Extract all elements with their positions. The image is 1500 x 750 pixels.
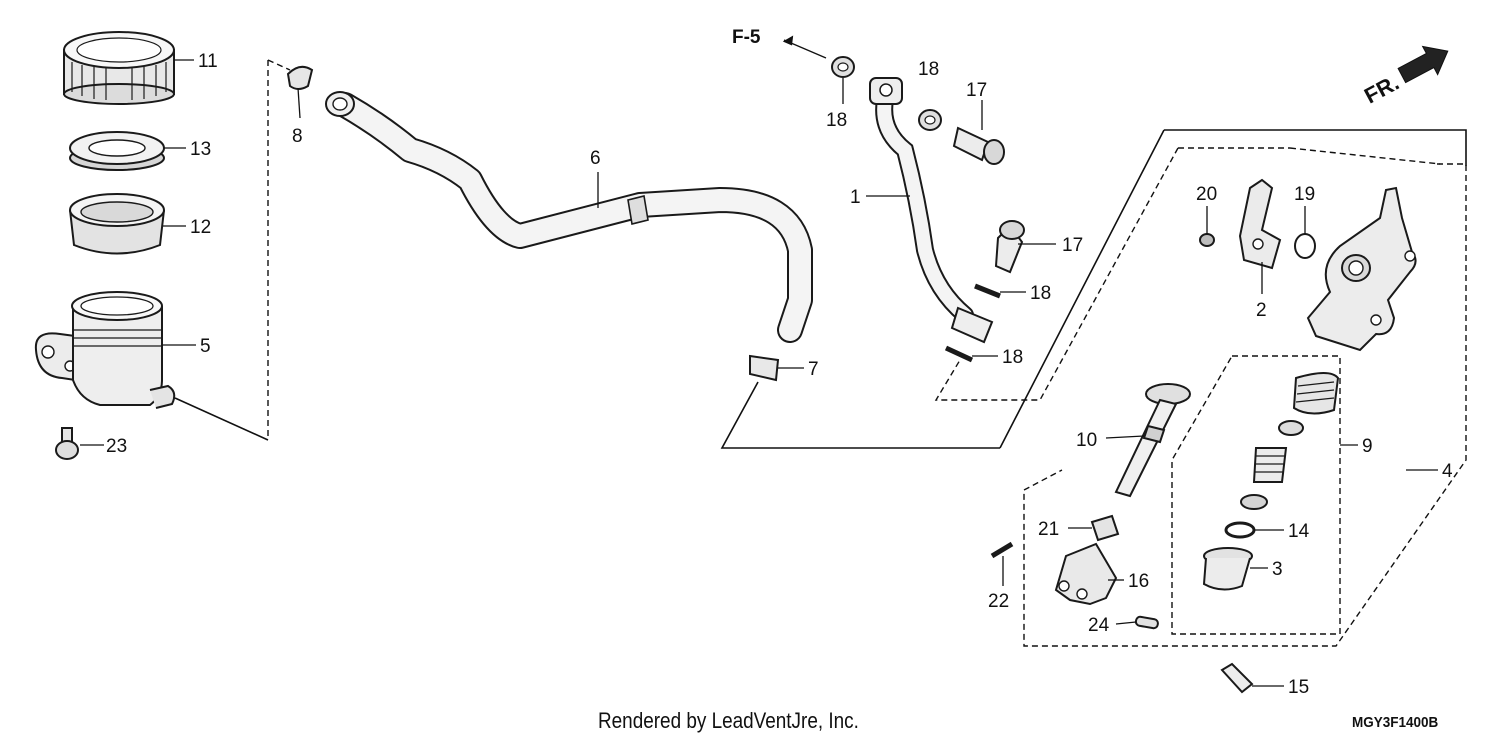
part-22-cotter-pin[interactable] [990,541,1014,559]
part-24-joint-pin[interactable] [1134,615,1159,630]
callout-17-a: 17 [966,80,987,101]
part-1-brake-hose[interactable] [869,77,994,344]
part-2-reservoir-joint[interactable] [1238,178,1282,270]
callout-9: 9 [1362,436,1373,457]
callout-3: 3 [1272,559,1283,580]
callout-1: 1 [850,187,861,208]
callout-4: 4 [1442,461,1453,482]
part-5-reservoir-tank[interactable] [34,291,176,409]
callout-8: 8 [292,126,303,147]
part-17-oil-bolt-b[interactable] [994,220,1025,274]
callout-13: 13 [190,139,211,160]
part-12-diaphragm[interactable] [69,193,165,255]
part-18-sealing-washer-a[interactable] [831,56,855,78]
callout-2: 2 [1256,300,1267,321]
assembly-outlines [174,59,1467,647]
callout-19: 19 [1294,184,1315,205]
callout-10: 10 [1076,430,1097,451]
render-credit: Rendered by LeadVentJre, Inc. [598,708,859,733]
callout-14: 14 [1288,521,1310,542]
part-23-bolt[interactable] [55,427,79,460]
callout-20: 20 [1196,184,1217,205]
callout-18-a: 18 [826,110,847,131]
front-label: FR. [1360,70,1403,109]
part-18-sealing-washer-d[interactable] [944,345,974,363]
part-10-push-rod[interactable] [1114,383,1191,498]
callout-18-b: 18 [918,59,939,80]
part-3-dust-boot[interactable] [1202,547,1253,591]
part-6-reservoir-hose[interactable] [325,91,813,343]
part-18-sealing-washer-c[interactable] [974,283,1001,299]
reference-label: F-5 [732,27,761,48]
callout-7: 7 [808,359,819,380]
callout-21: 21 [1038,519,1059,540]
part-17-oil-bolt-a[interactable] [952,126,1005,165]
part-16-push-rod-joint[interactable] [1054,542,1118,606]
callout-15: 15 [1288,677,1309,698]
part-14-circlip[interactable] [1224,521,1256,539]
callout-23: 23 [106,436,127,457]
callout-numbers: 11 13 12 5 23 8 6 7 1 F-5 18 18 17 17 18… [106,27,1453,698]
callout-17-b: 17 [1062,235,1083,256]
part-11-reservoir-cap[interactable] [63,31,175,105]
part-20-nut[interactable] [1199,233,1215,247]
part-7-hose-clip[interactable] [749,354,780,382]
drawing-code: MGY3F1400B [1352,714,1439,731]
callout-18-c: 18 [1030,283,1051,304]
callout-11: 11 [198,51,218,72]
callout-22: 22 [988,591,1009,612]
part-13-diaphragm-plate[interactable] [69,131,165,171]
part-4-master-cylinder-body[interactable] [1306,186,1417,352]
callout-16: 16 [1128,571,1149,592]
part-21-collar[interactable] [1090,514,1120,542]
callout-6: 6 [590,148,601,169]
part-8-hose-clip[interactable] [286,65,314,90]
reference-arrow-icon [782,35,794,46]
front-arrow-icon [1397,45,1449,84]
front-direction-indicator: FR. [1360,45,1449,109]
callout-24: 24 [1088,615,1110,636]
part-19-o-ring[interactable] [1294,233,1316,259]
part-15-rod-end[interactable] [1220,662,1254,694]
callout-12: 12 [190,217,211,238]
callout-18-d: 18 [1002,347,1023,368]
part-9-piston-set[interactable] [1240,372,1340,510]
callout-5: 5 [200,336,211,357]
leader-lines [80,39,1438,687]
part-18-sealing-washer-b[interactable] [918,109,942,131]
